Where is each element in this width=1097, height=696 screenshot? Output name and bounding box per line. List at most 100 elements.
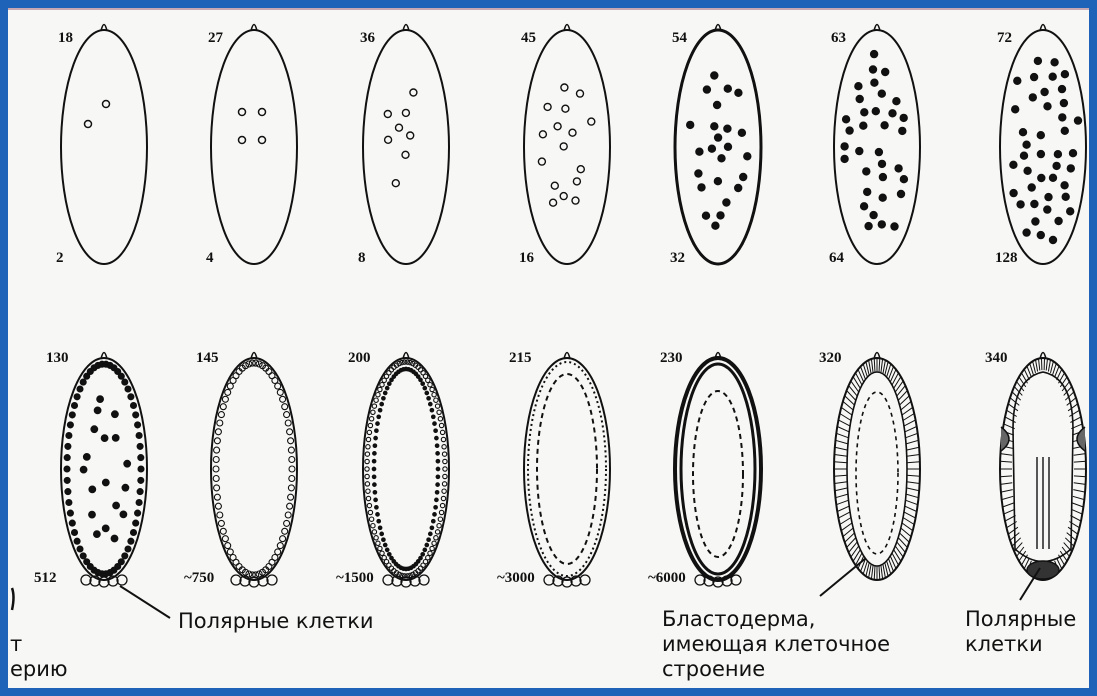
nucleus bbox=[437, 410, 441, 414]
nucleus bbox=[436, 467, 440, 471]
nucleus bbox=[385, 548, 389, 552]
nucleus bbox=[1067, 165, 1074, 172]
blastoderm-cell bbox=[853, 550, 860, 562]
nucleus bbox=[434, 506, 438, 510]
nucleus bbox=[66, 433, 72, 439]
nucleus bbox=[443, 459, 447, 463]
egg-top-2 bbox=[363, 25, 449, 265]
nucleus bbox=[392, 180, 399, 187]
nucleus bbox=[560, 193, 567, 200]
nucleus bbox=[1037, 132, 1044, 139]
nucleus bbox=[427, 397, 431, 401]
nucleus bbox=[94, 531, 100, 537]
egg-top-3 bbox=[524, 25, 610, 265]
nucleus bbox=[846, 127, 853, 134]
nucleus bbox=[434, 536, 438, 540]
nucleus bbox=[287, 429, 293, 435]
nucleus bbox=[214, 438, 220, 444]
nucleus bbox=[366, 496, 370, 500]
nucleus bbox=[277, 389, 283, 395]
egg-outline bbox=[363, 30, 449, 264]
egg-top-0 bbox=[61, 25, 147, 265]
blastoderm-cell bbox=[894, 550, 901, 562]
nucleus bbox=[69, 520, 75, 526]
nucleus bbox=[220, 404, 226, 410]
nucleus bbox=[374, 398, 378, 402]
nucleus bbox=[1020, 129, 1027, 136]
nucleus bbox=[440, 430, 444, 434]
nucleus bbox=[288, 447, 294, 453]
nucleus bbox=[554, 123, 561, 130]
nucleus bbox=[569, 129, 576, 136]
nucleus bbox=[1037, 151, 1044, 158]
nucleus bbox=[878, 221, 885, 228]
nucleus bbox=[372, 459, 376, 463]
nucleus bbox=[272, 378, 278, 384]
blastoderm-cell bbox=[1046, 359, 1047, 371]
nucleus bbox=[687, 121, 694, 128]
nucleus bbox=[137, 489, 143, 495]
nucleus bbox=[369, 417, 373, 421]
nucleus bbox=[435, 491, 439, 495]
nucleus bbox=[1050, 237, 1057, 244]
nucleus bbox=[233, 373, 239, 379]
nucleus bbox=[239, 109, 246, 116]
nucleus bbox=[138, 455, 144, 461]
nucleus bbox=[723, 199, 730, 206]
nucleus bbox=[1014, 77, 1021, 84]
nucleus bbox=[538, 158, 545, 165]
blastoderm-cell bbox=[837, 427, 849, 432]
nucleus bbox=[435, 444, 439, 448]
nucleus bbox=[138, 477, 144, 483]
nucleus bbox=[1038, 175, 1045, 182]
nucleus bbox=[89, 486, 95, 492]
blastoderm-cell bbox=[834, 462, 847, 463]
nucleus bbox=[80, 553, 86, 559]
nucleus bbox=[407, 132, 414, 139]
nuclei-count-top: 16 bbox=[519, 250, 535, 266]
nucleus bbox=[1034, 57, 1041, 64]
blastoderm-cell bbox=[1069, 410, 1079, 416]
blastoderm-cell bbox=[881, 359, 883, 373]
blastoderm-cell bbox=[836, 440, 849, 444]
blastoderm-cell bbox=[1008, 404, 1018, 411]
nucleus bbox=[439, 423, 443, 427]
egg-top-6 bbox=[1000, 25, 1086, 265]
nucleus bbox=[131, 530, 137, 536]
nucleus bbox=[436, 452, 440, 456]
nucleus bbox=[864, 188, 871, 195]
nucleus bbox=[425, 543, 429, 547]
blastoderm-cell bbox=[905, 506, 917, 511]
blastoderm-cell bbox=[906, 494, 919, 498]
nucleus bbox=[1044, 103, 1051, 110]
nucleus bbox=[372, 530, 376, 534]
nucleus bbox=[383, 391, 387, 395]
embryo-development-diagram: 18227436845165432636472128130512145~7502… bbox=[8, 8, 1089, 688]
nucleus bbox=[138, 466, 144, 472]
nucleus bbox=[259, 137, 266, 144]
nucleus bbox=[1059, 114, 1066, 121]
yolk-boundary bbox=[693, 391, 743, 557]
nucleus bbox=[573, 178, 580, 185]
nucleus bbox=[365, 452, 369, 456]
nucleus bbox=[366, 445, 370, 449]
blastoderm-cell bbox=[1074, 461, 1086, 462]
egg-outline bbox=[1000, 30, 1086, 264]
nucleus bbox=[1032, 218, 1039, 225]
nucleus bbox=[442, 452, 446, 456]
nucleus bbox=[402, 109, 409, 116]
nucleus bbox=[103, 101, 110, 108]
nucleus bbox=[878, 90, 885, 97]
nucleus bbox=[423, 548, 427, 552]
blastoderm-cell bbox=[907, 482, 920, 484]
nucleus bbox=[695, 170, 702, 177]
blastoderm-cell bbox=[837, 506, 849, 511]
nucleus bbox=[373, 444, 377, 448]
nucleus bbox=[215, 503, 221, 509]
blastoderm-cell bbox=[906, 447, 919, 450]
nucleus bbox=[577, 166, 584, 173]
egg-outline bbox=[61, 358, 147, 580]
yolk-boundary bbox=[537, 374, 597, 564]
nucleus bbox=[441, 496, 445, 500]
nucleus bbox=[714, 102, 721, 109]
